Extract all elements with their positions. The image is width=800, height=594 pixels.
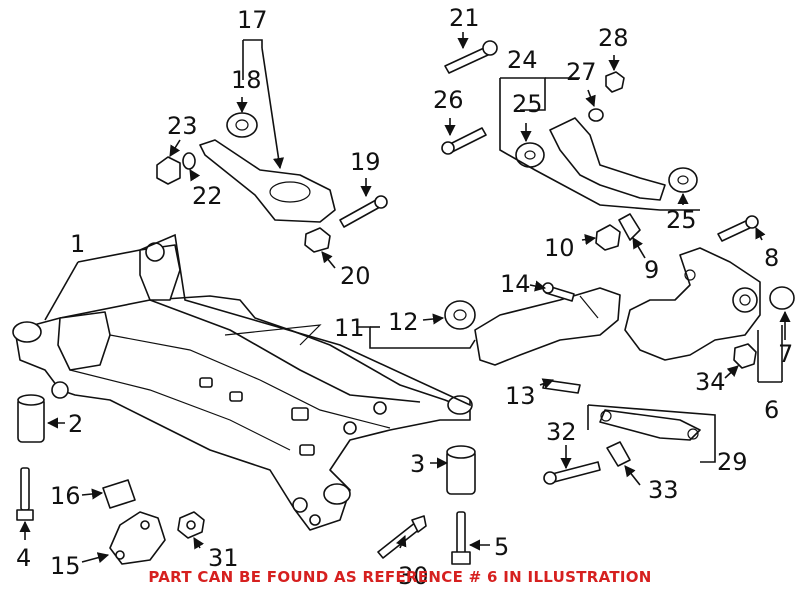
bolt-19-part xyxy=(339,195,388,228)
nut-20-part xyxy=(304,227,331,253)
callout-numbers: 1 2 3 4 5 6 7 8 9 10 11 12 13 14 15 16 1… xyxy=(16,4,793,590)
knuckle-6-part xyxy=(624,247,761,361)
nut-31-part xyxy=(177,511,205,539)
bracket-15-part xyxy=(109,511,166,565)
control-arm-11-part xyxy=(474,287,621,366)
callout-18: 18 xyxy=(231,66,262,94)
bushing-25-upper-part xyxy=(515,142,545,168)
callout-25-lower: 25 xyxy=(666,206,697,234)
callout-31: 31 xyxy=(208,544,239,572)
bushing-18-part xyxy=(226,112,258,138)
link-29-part xyxy=(599,409,701,441)
washer-22-part xyxy=(182,152,196,170)
callout-34: 34 xyxy=(695,368,726,396)
plate-33-part xyxy=(606,441,631,467)
bolt-21-part xyxy=(444,40,498,74)
bushing-12-part xyxy=(444,300,476,330)
callout-32: 32 xyxy=(546,418,577,446)
callout-27: 27 xyxy=(566,58,597,86)
subframe-part xyxy=(14,242,471,531)
plate-9-part xyxy=(618,213,641,241)
callout-5: 5 xyxy=(494,533,509,561)
nut-28-part xyxy=(605,71,625,93)
nut-10-part xyxy=(595,224,621,251)
callout-1: 1 xyxy=(70,230,85,258)
callout-10: 10 xyxy=(544,234,575,262)
callout-14: 14 xyxy=(500,270,531,298)
callout-3: 3 xyxy=(410,450,425,478)
bushing-34-part xyxy=(733,343,757,369)
callout-16: 16 xyxy=(50,482,81,510)
bolt-30-part xyxy=(377,515,427,559)
bolt-32-part xyxy=(543,461,601,485)
callout-11: 11 xyxy=(334,314,365,342)
callout-25-upper: 25 xyxy=(512,90,543,118)
callout-2: 2 xyxy=(68,410,83,438)
callout-4: 4 xyxy=(16,544,31,572)
callout-8: 8 xyxy=(764,244,779,272)
washer-27-part xyxy=(588,108,604,122)
callout-9: 9 xyxy=(644,256,659,284)
bolt-26-part xyxy=(441,127,487,155)
callout-21: 21 xyxy=(449,4,480,32)
callout-30: 30 xyxy=(398,562,429,590)
callout-13: 13 xyxy=(505,382,536,410)
callout-7: 7 xyxy=(778,340,793,368)
bolt-14-part xyxy=(542,282,575,302)
callout-22: 22 xyxy=(192,182,223,210)
reference-note: PART CAN BE FOUND AS REFERENCE # 6 IN IL… xyxy=(148,568,652,586)
callout-23: 23 xyxy=(167,112,198,140)
nut-23-part xyxy=(156,156,181,185)
bushing-25-lower-part xyxy=(668,167,698,193)
callout-28: 28 xyxy=(598,24,629,52)
bolt-5-part xyxy=(451,511,471,565)
callout-29: 29 xyxy=(717,448,748,476)
callout-24: 24 xyxy=(507,46,538,74)
callout-26: 26 xyxy=(433,86,464,114)
bolt-8-part xyxy=(717,215,759,242)
callout-15: 15 xyxy=(50,552,81,580)
bushing-7-part xyxy=(769,286,795,310)
callout-33: 33 xyxy=(648,476,679,504)
callout-20: 20 xyxy=(340,262,371,290)
upper-arm-24-part xyxy=(549,117,666,201)
mount-bushing-part xyxy=(12,321,473,505)
bushing-2-part xyxy=(17,394,45,443)
bushing-3-part xyxy=(446,445,476,495)
callout-6: 6 xyxy=(764,396,779,424)
callout-17: 17 xyxy=(237,6,268,34)
bolt-4-part xyxy=(16,467,34,521)
bushing-16-part xyxy=(102,479,136,509)
callout-12: 12 xyxy=(388,308,419,336)
lower-arm-17-part xyxy=(199,139,336,223)
callout-19: 19 xyxy=(350,148,381,176)
leader-lines xyxy=(19,32,791,564)
